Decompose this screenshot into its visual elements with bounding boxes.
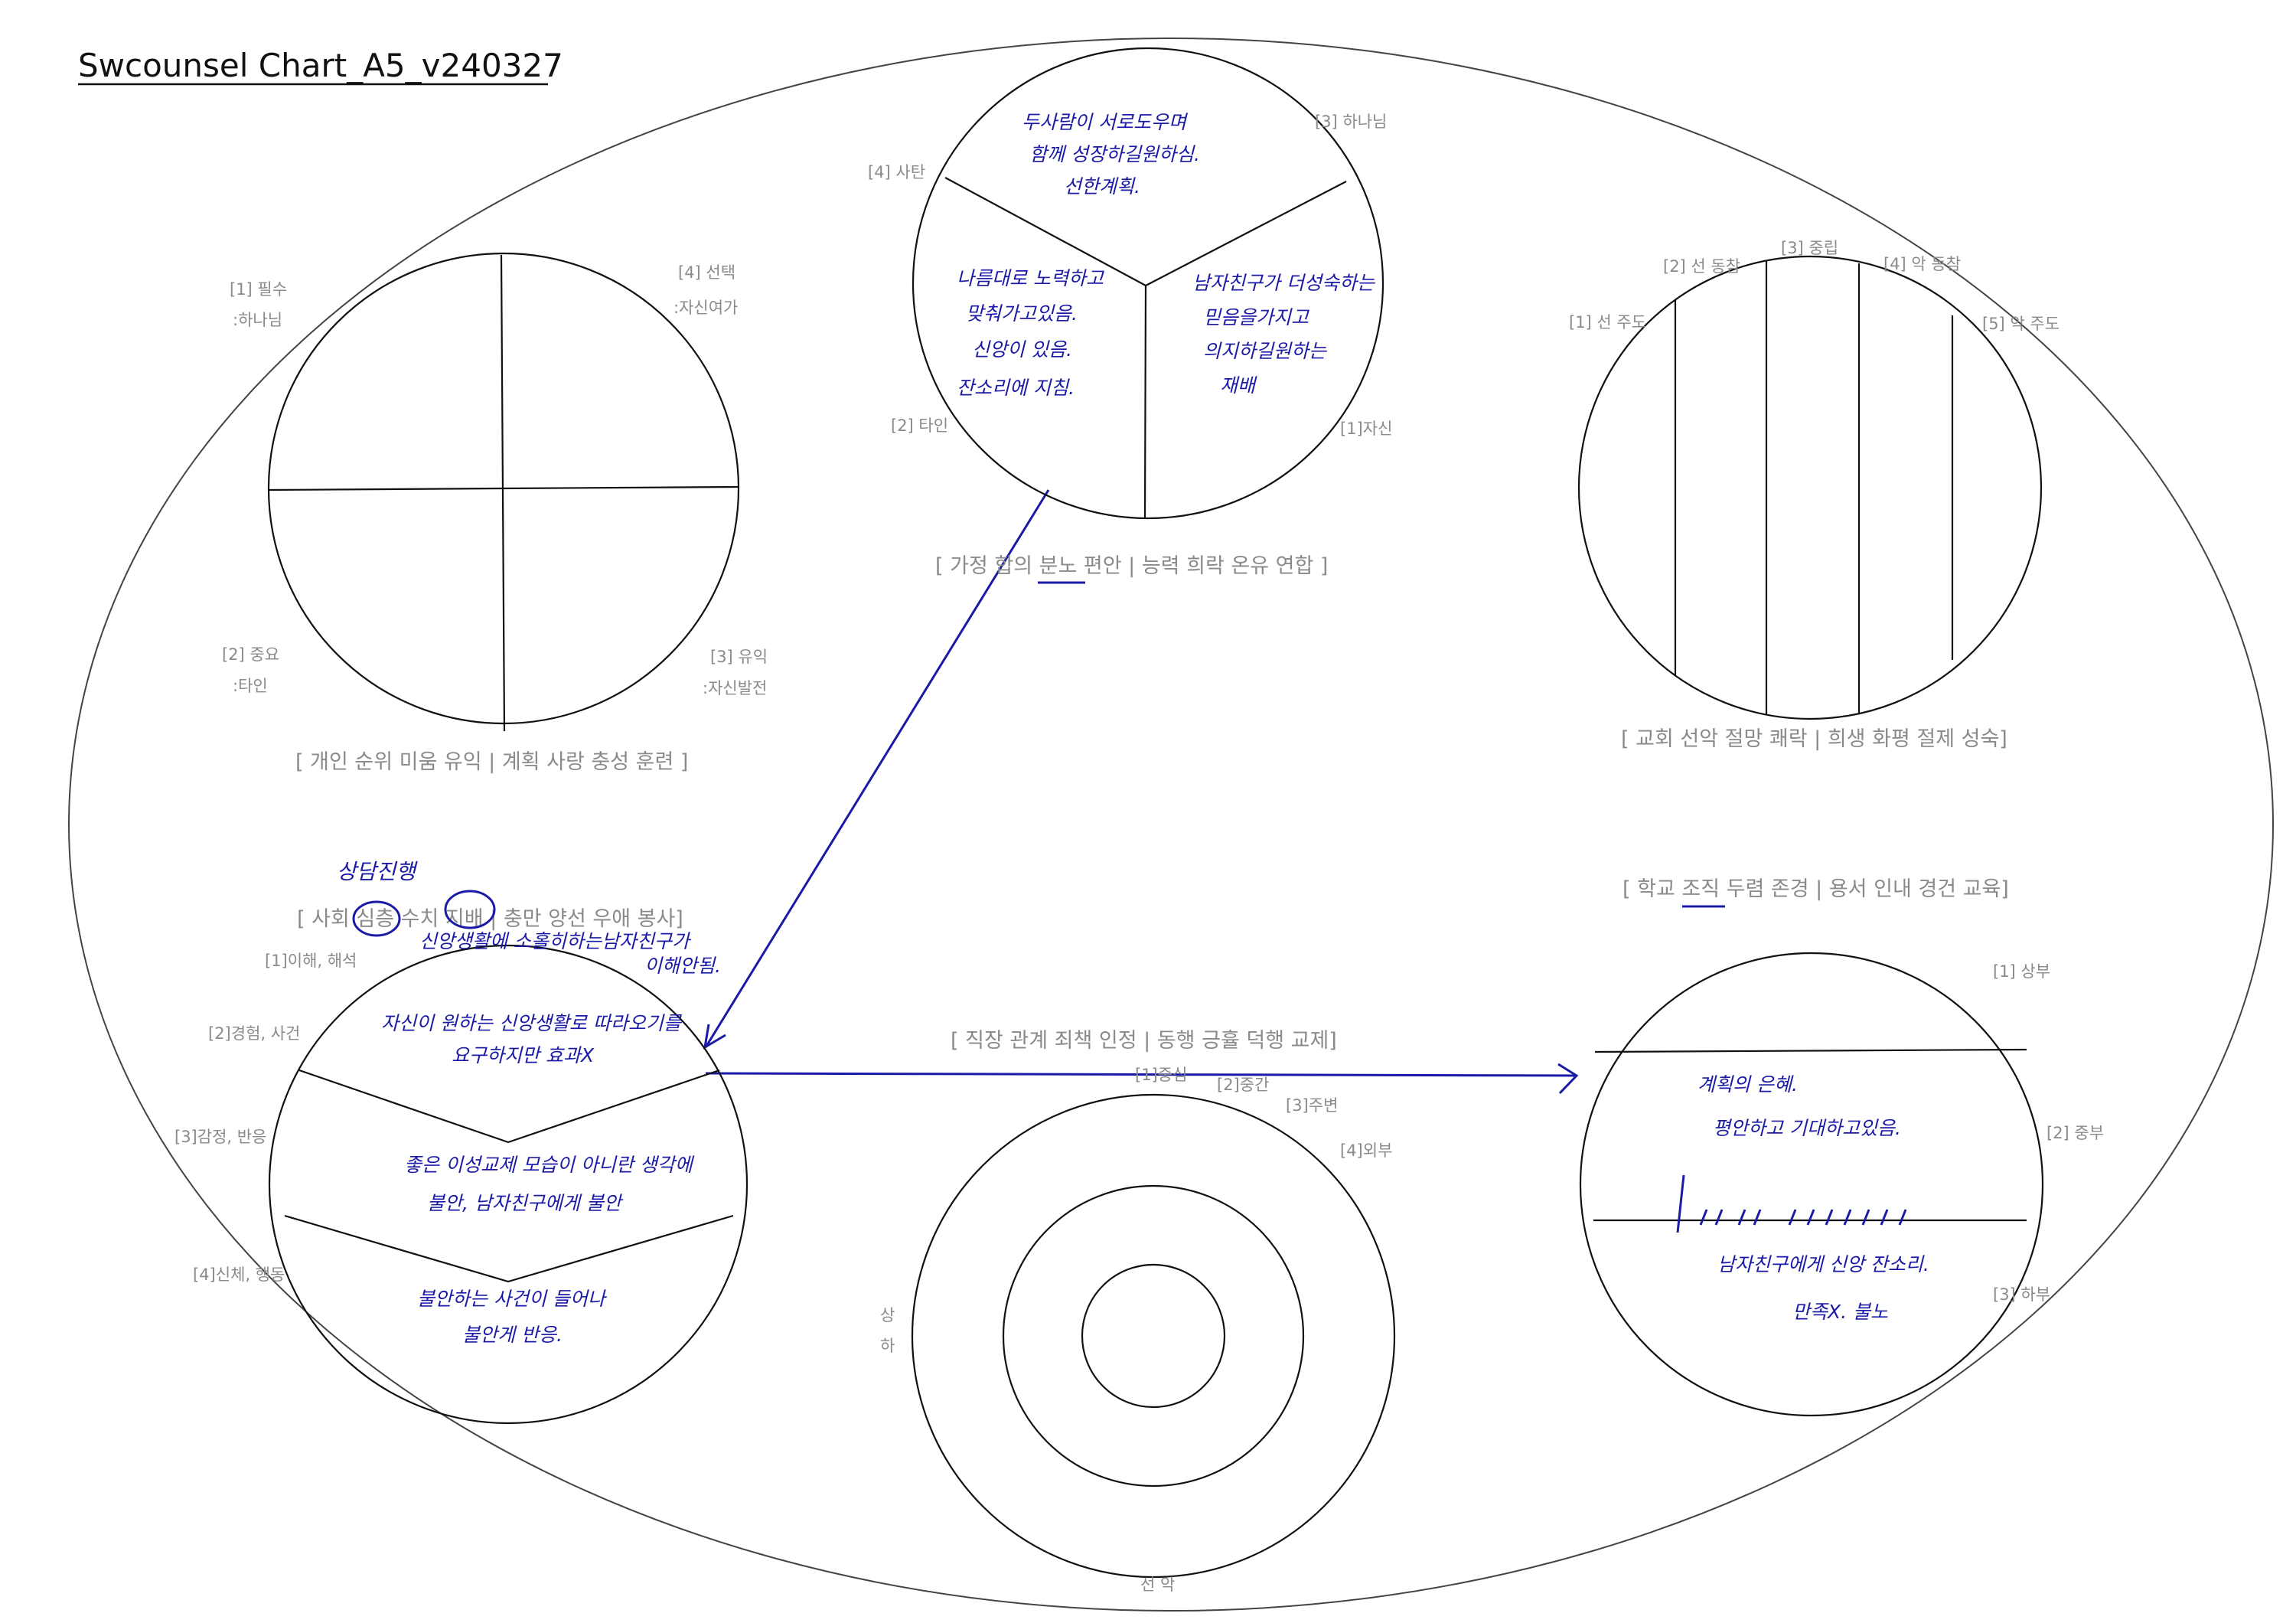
personal-horizontal-divider: [267, 485, 739, 491]
personal-label-4: [4] 선택: [678, 263, 735, 282]
family-label-2: [2] 타인: [891, 416, 948, 435]
family-label-3: [3] 하나님: [1315, 113, 1387, 131]
personal-caption: [ 개인 순위 미움 유익 | 계획 사랑 충성 훈련 ]: [295, 750, 688, 774]
society-circle-mark-2: [444, 890, 496, 929]
personal-label-2-sub: :타인: [233, 677, 268, 695]
family-note-right-2: 믿음을가지고: [1203, 306, 1309, 328]
church-label-4: [4] 악 동참: [1883, 255, 1961, 273]
society-note-sec2-2: 불안, 남자친구에게 불안: [427, 1192, 624, 1214]
society-note-header-2: 이해안됨.: [644, 955, 721, 977]
family-note-right-3: 의지하길원하는: [1203, 340, 1328, 362]
society-note-sec1-2: 요구하지만 효과X: [452, 1044, 595, 1066]
work-ring-outer: [911, 1093, 1396, 1579]
society-label-3: [3]감정, 반응: [174, 1128, 266, 1146]
school-caption: [ 학교 조직 두렴 존경 | 용서 인내 경건 교육]: [1623, 877, 2009, 901]
school-note-low-2: 만족X. 불노: [1792, 1301, 1888, 1323]
family-note-top-1: 두사람이 서로도우며: [1022, 111, 1189, 133]
family-note-left-4: 잔소리에 지침.: [957, 377, 1075, 399]
society-note-counsel: 상담진행: [337, 859, 418, 884]
school-hatch-marks: [1676, 1174, 1907, 1233]
personal-label-1: [1] 필수: [230, 280, 287, 299]
arrowhead-school: [1557, 1063, 1579, 1095]
school-note-mid-1: 계획의 은혜.: [1698, 1073, 1798, 1096]
church-label-2: [2] 선 동참: [1663, 257, 1740, 276]
work-label-1: [1]중심: [1135, 1066, 1187, 1084]
church-circle-outline: [1577, 255, 2043, 720]
work-side-top: 상: [880, 1306, 895, 1324]
school-label-1: [1] 상부: [1993, 962, 2050, 981]
family-note-top-2: 함께 성장하길원하심.: [1029, 143, 1200, 165]
society-label-2: [2]경험, 사건: [208, 1024, 300, 1043]
outer-boundary-ellipse: [68, 38, 2274, 1612]
family-divider-left: [944, 177, 1146, 286]
family-label-4: [4] 사탄: [868, 163, 925, 181]
work-label-4: [4]외부: [1340, 1141, 1392, 1160]
family-note-right-1: 남자친구가 더성숙하는: [1192, 272, 1376, 294]
society-circle-mark-1: [352, 900, 401, 937]
circle-society: 상담진행 [ 사회 심층 수치 지배 | 충만 양선 우애 봉사] 신앙생활에 …: [174, 859, 748, 1425]
church-label-5: [5] 악 주도: [1982, 315, 2060, 333]
personal-label-2: [2] 중요: [222, 645, 279, 664]
family-label-1: [1]자신: [1340, 420, 1392, 438]
work-bottom-label: 선 악: [1140, 1576, 1175, 1594]
family-divider-bottom: [1143, 285, 1147, 519]
personal-label-1-sub: :하나님: [233, 311, 282, 329]
society-circle-outline: [268, 944, 748, 1425]
society-label-1: [1]이해, 해석: [265, 952, 357, 970]
school-label-2: [2] 중부: [2047, 1124, 2104, 1142]
church-label-3: [3] 중립: [1781, 239, 1838, 257]
connection-arrows: [703, 489, 1579, 1095]
work-ring-inner: [1081, 1263, 1226, 1409]
society-note-sec3-2: 불안게 반응.: [462, 1324, 563, 1346]
circle-family: [4] 사탄 [3] 하나님 [2] 타인 [1]자신 두사람이 서로도우며 함…: [868, 47, 1392, 584]
family-note-left-1: 나름대로 노력하고: [957, 267, 1104, 289]
school-divider-1: [1594, 1048, 2027, 1053]
family-caption: [ 가정 합의 분노 편안 | 능력 희락 온유 연합 ]: [935, 554, 1328, 578]
society-note-header-1: 신앙생활에 소홀히하는남자친구가: [419, 930, 692, 952]
personal-label-4-sub: :자신여가: [673, 299, 738, 317]
family-note-right-4: 재배: [1220, 374, 1257, 397]
school-note-low-1: 남자친구에게 신앙 잔소리.: [1717, 1253, 1929, 1275]
school-label-3: [3] 하부: [1993, 1285, 2050, 1304]
society-note-sec1-1: 자신이 원하는 신앙생활로 따라오기를: [381, 1012, 683, 1034]
society-divider-2: [284, 1214, 734, 1283]
family-circle-outline: [912, 47, 1384, 520]
arrowhead-society: [703, 1024, 726, 1050]
work-label-3: [3]주변: [1286, 1096, 1338, 1115]
chart-title: Swcounsel Chart_A5_v240327: [78, 47, 563, 84]
circle-school: [ 학교 조직 두렴 존경 | 용서 인내 경건 교육] [1] 상부 [2] …: [1579, 877, 2104, 1417]
family-note-top-3: 선한계획.: [1064, 175, 1140, 198]
society-note-sec2-1: 좋은 이성교제 모습이 아니란 생각에: [404, 1154, 695, 1176]
family-note-left-3: 신앙이 있음.: [972, 338, 1072, 361]
society-label-4: [4]신체, 행동: [193, 1265, 285, 1284]
personal-label-3-sub: :자신발전: [703, 679, 767, 697]
society-divider-1: [298, 1069, 720, 1144]
school-note-mid-2: 평안하고 기대하고있음.: [1713, 1117, 1901, 1139]
arrow-family-to-society: [704, 489, 1050, 1048]
work-label-2: [2]중간: [1217, 1076, 1269, 1094]
family-divider-right: [1145, 181, 1347, 286]
work-ring-middle: [1002, 1184, 1305, 1487]
circle-church: [2] 선 동참 [3] 중립 [4] 악 동참 [1] 선 주도 [5] 악 …: [1569, 239, 2060, 751]
work-caption: [ 직장 관계 죄책 인정 | 동행 긍휼 덕행 교제]: [951, 1029, 1337, 1053]
church-caption: [ 교회 선악 절망 쾌락 | 희생 화평 절제 성숙]: [1621, 727, 2007, 751]
work-side-bottom: 하: [880, 1337, 895, 1355]
personal-vertical-divider: [500, 254, 506, 732]
school-circle-outline: [1579, 952, 2044, 1417]
circle-personal: [1] 필수 :하나님 [4] 선택 :자신여가 [2] 중요 :타인 [3] …: [222, 252, 768, 774]
church-label-1: [1] 선 주도: [1569, 313, 1646, 331]
circle-work: [ 직장 관계 죄책 인정 | 동행 긍휼 덕행 교제] [1]중심 [2]중간…: [880, 1029, 1396, 1594]
family-note-left-2: 맞춰가고있음.: [966, 302, 1078, 325]
society-note-sec3-1: 불안하는 사건이 들어나: [417, 1288, 608, 1310]
personal-label-3: [3] 유익: [710, 648, 768, 666]
arrow-society-to-school: [705, 1072, 1577, 1077]
